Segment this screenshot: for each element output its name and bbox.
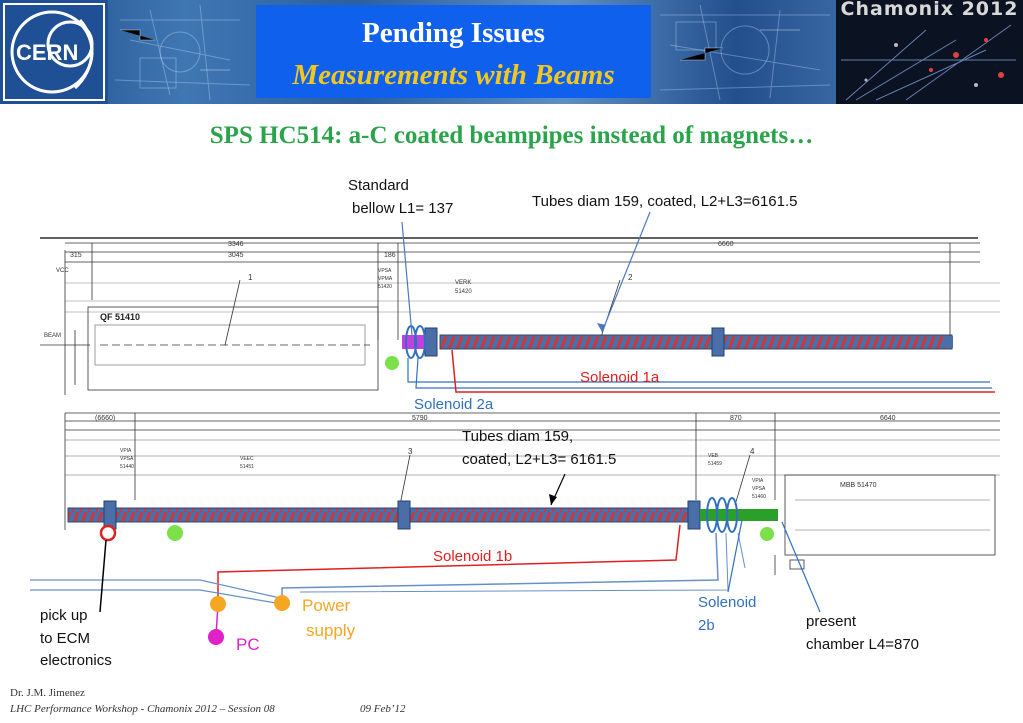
bottom-arrowhead bbox=[549, 494, 557, 505]
vpia-r-2: VPSA bbox=[752, 486, 766, 492]
top-beampipe bbox=[439, 334, 953, 350]
event-title: Chamonix 2012 bbox=[840, 0, 1019, 20]
top-pointers bbox=[401, 211, 651, 336]
vcc-label: VCC bbox=[56, 268, 69, 274]
bottom-beampipe bbox=[67, 507, 691, 523]
vpia-1: VPIA bbox=[120, 448, 132, 454]
slide-title: SPS HC514: a-C coated beampipes instead … bbox=[209, 122, 814, 149]
bottom-pipe-flange-3 bbox=[687, 500, 701, 530]
dim-6660-b: (6660) bbox=[95, 415, 116, 422]
beam-label: BEAM bbox=[44, 333, 62, 339]
veb-2: 51459 bbox=[708, 461, 722, 467]
pickup-marker bbox=[99, 524, 117, 542]
vpia-r-1: VPIA bbox=[752, 478, 764, 484]
cern-logo: CERN bbox=[0, 0, 108, 104]
present-chamber-label-2: chamber L4=870 bbox=[806, 636, 919, 653]
particle-tracks-graphic bbox=[841, 24, 1016, 101]
page-subtitle: Measurements with Beams bbox=[292, 59, 615, 91]
top-green-marker bbox=[385, 356, 399, 370]
title-box: Pending Issues Measurements with Beams bbox=[256, 5, 651, 98]
tubes-top-label: Tubes diam 159, coated, L2+L3=6161.5 bbox=[532, 193, 798, 210]
vpsa-top-3: 51420 bbox=[378, 284, 392, 290]
power-supply-node-1 bbox=[210, 596, 226, 612]
power-supply-label-1: Power bbox=[302, 596, 351, 615]
pc-node bbox=[208, 629, 224, 645]
cables bbox=[30, 524, 746, 637]
vpsa-top-2: VPMA bbox=[378, 276, 393, 282]
top-drawing bbox=[40, 237, 1000, 395]
solenoid-2b-coil bbox=[706, 497, 738, 533]
part-4-label: 4 bbox=[750, 447, 755, 456]
part-3-label: 3 bbox=[408, 447, 413, 456]
verk-1: VERK bbox=[455, 280, 472, 286]
pickup-label-3: electronics bbox=[40, 652, 112, 669]
page-title: Pending Issues bbox=[362, 17, 545, 49]
standard-bellow-label-1: Standard bbox=[348, 177, 409, 194]
bottom-pipe-flange-1 bbox=[103, 500, 117, 530]
cern-logo-graphic bbox=[3, 3, 105, 101]
event-banner: Chamonix 2012 bbox=[836, 0, 1023, 104]
dim-870: 870 bbox=[730, 415, 742, 422]
dim-6660: 6660 bbox=[718, 241, 734, 248]
veb-1: VEB bbox=[708, 453, 719, 459]
footer-date: 09 Feb’12 bbox=[360, 703, 406, 715]
power-supply-node-2 bbox=[274, 595, 290, 611]
bottom-green-marker-1 bbox=[167, 525, 183, 541]
top-arrowhead bbox=[597, 323, 606, 332]
top-pipe-flange-1 bbox=[424, 327, 438, 357]
footer-author: Dr. J.M. Jimenez bbox=[10, 687, 85, 699]
vpia-3: 51440 bbox=[120, 464, 134, 470]
solenoid-2b-label-1: Solenoid bbox=[698, 594, 757, 611]
power-supply-label-2: supply bbox=[306, 621, 356, 640]
verk-2: 51420 bbox=[455, 289, 472, 295]
pickup-label-2: to ECM bbox=[40, 630, 91, 647]
part-1-label: 1 bbox=[248, 273, 253, 282]
cern-logo-text: CERN bbox=[16, 40, 79, 65]
veec-1: VEEC bbox=[240, 456, 254, 462]
dim-3045: 3045 bbox=[228, 252, 244, 259]
bottom-green-marker-2 bbox=[760, 527, 774, 541]
header-banner: CERN Pending Issues Measurements with Be… bbox=[0, 0, 1023, 104]
vpia-r-3: 51460 bbox=[752, 494, 766, 500]
top-pipe-end bbox=[945, 336, 953, 348]
dim-6640: 6640 bbox=[880, 415, 896, 422]
solenoid-1a-label: Solenoid 1a bbox=[580, 369, 660, 386]
pc-label: PC bbox=[236, 635, 260, 654]
present-chamber-bar bbox=[700, 509, 778, 521]
solenoid-2b-label-2: 2b bbox=[698, 617, 715, 634]
tubes-bottom-label-1: Tubes diam 159, bbox=[462, 428, 574, 445]
vpia-2: VPSA bbox=[120, 456, 134, 462]
dim-315: 315 bbox=[70, 252, 82, 259]
footer-event: LHC Performance Workshop - Chamonix 2012… bbox=[10, 703, 275, 715]
vpsa-top-1: VPSA bbox=[378, 268, 392, 274]
pickup-label-1: pick up bbox=[40, 607, 88, 624]
dim-5790: 5790 bbox=[412, 415, 428, 422]
banner-texture bbox=[114, 4, 831, 101]
solenoid-2a-label: Solenoid 2a bbox=[414, 396, 494, 413]
qf-label: QF 51410 bbox=[100, 312, 141, 322]
veec-2: 51451 bbox=[240, 464, 254, 470]
bottom-drawing bbox=[64, 412, 1000, 575]
top-pipe-flange-2 bbox=[711, 327, 725, 357]
part-2-label: 2 bbox=[628, 273, 633, 282]
dim-186: 186 bbox=[384, 252, 396, 259]
dim-3346: 3346 bbox=[228, 241, 244, 248]
tubes-bottom-label-2: coated, L2+L3= 6161.5 bbox=[462, 451, 617, 468]
solenoid-1a-cable bbox=[451, 349, 995, 393]
bottom-pipe-flange-2 bbox=[397, 500, 411, 530]
top-bellow bbox=[402, 335, 424, 349]
mbb-label: MBB 51470 bbox=[840, 482, 877, 489]
present-chamber-label-1: present bbox=[806, 613, 857, 630]
standard-bellow-label-2: bellow L1= 137 bbox=[352, 200, 454, 217]
solenoid-1b-label: Solenoid 1b bbox=[433, 548, 513, 565]
bottom-pointers bbox=[550, 473, 821, 613]
